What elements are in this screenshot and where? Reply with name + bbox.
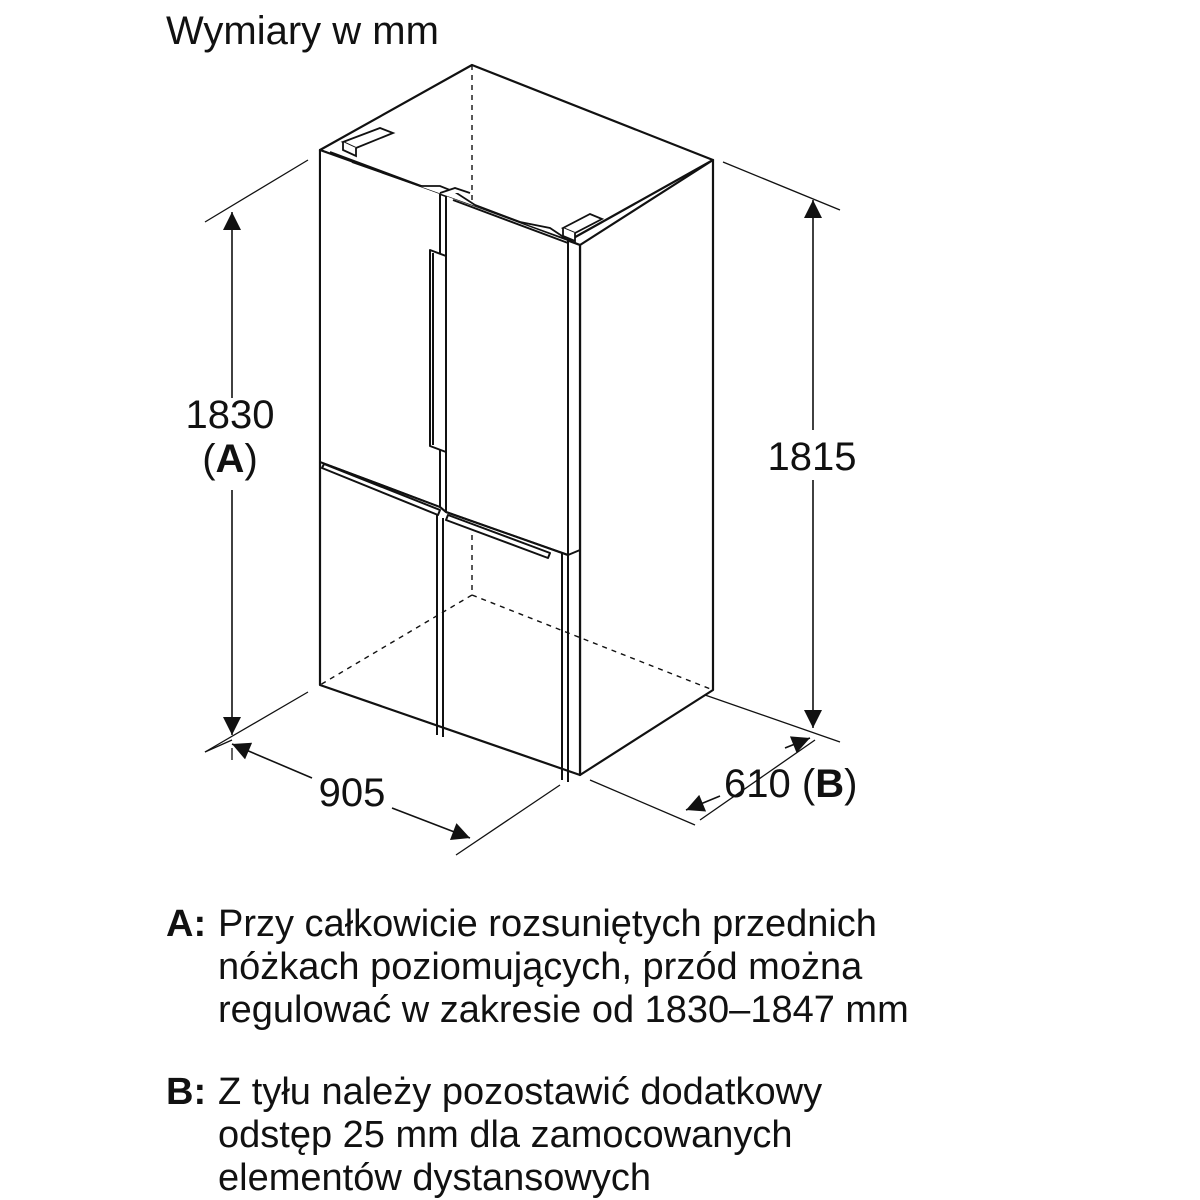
height-front-value: 1830 bbox=[186, 393, 275, 437]
depth-label: 610 (B) bbox=[724, 762, 857, 806]
right-hinge bbox=[560, 213, 605, 234]
right-drawer-handle bbox=[445, 514, 551, 559]
note-a-key: A: bbox=[166, 903, 207, 945]
dimension-width bbox=[231, 742, 471, 840]
fridge-side-face bbox=[578, 158, 715, 777]
note-a-line: regulować w zakresie od 1830–1847 mm bbox=[218, 989, 909, 1031]
depth-value: 610 bbox=[724, 762, 791, 806]
note-a-line: Przy całkowicie rozsuniętych przednich bbox=[218, 903, 877, 945]
note-a: A: Przy całkowicie rozsuniętych przednic… bbox=[166, 903, 1018, 1032]
note-b-key: B: bbox=[166, 1071, 207, 1113]
hinges bbox=[340, 127, 605, 243]
note-b-line: Z tyłu należy pozostawić dodatkowy bbox=[218, 1071, 823, 1113]
note-b-text: Z tyłu należy pozostawić dodatkowy odstę… bbox=[218, 1071, 1018, 1200]
dimension-lines bbox=[204, 159, 841, 856]
dimension-depth bbox=[685, 736, 811, 812]
note-a-text: Przy całkowicie rozsuniętych przednich n… bbox=[218, 903, 1018, 1032]
left-drawer-handle bbox=[321, 463, 441, 516]
depth-key: B bbox=[815, 762, 844, 806]
fridge-doors bbox=[319, 149, 581, 782]
height-front-key: A bbox=[216, 437, 245, 481]
left-upper-door bbox=[319, 149, 441, 508]
note-b: B: Z tyłu należy pozostawić dodatkowy od… bbox=[166, 1071, 1018, 1200]
diagram-title: Wymiary w mm bbox=[166, 9, 439, 53]
note-b-line: elementów dystansowych bbox=[218, 1157, 651, 1199]
right-upper-door bbox=[445, 194, 569, 556]
note-b-line: odstęp 25 mm dla zamocowanych bbox=[218, 1114, 793, 1156]
note-a-line: nóżkach poziomujących, przód można bbox=[218, 946, 863, 988]
height-front-key-label: (A) bbox=[202, 437, 258, 481]
fridge-dimension-drawing: 1830 (A) 1815 905 610 (B) bbox=[186, 63, 857, 856]
width-value: 905 bbox=[319, 771, 386, 815]
drawer-divider bbox=[319, 461, 581, 556]
height-back-value: 1815 bbox=[768, 435, 857, 479]
